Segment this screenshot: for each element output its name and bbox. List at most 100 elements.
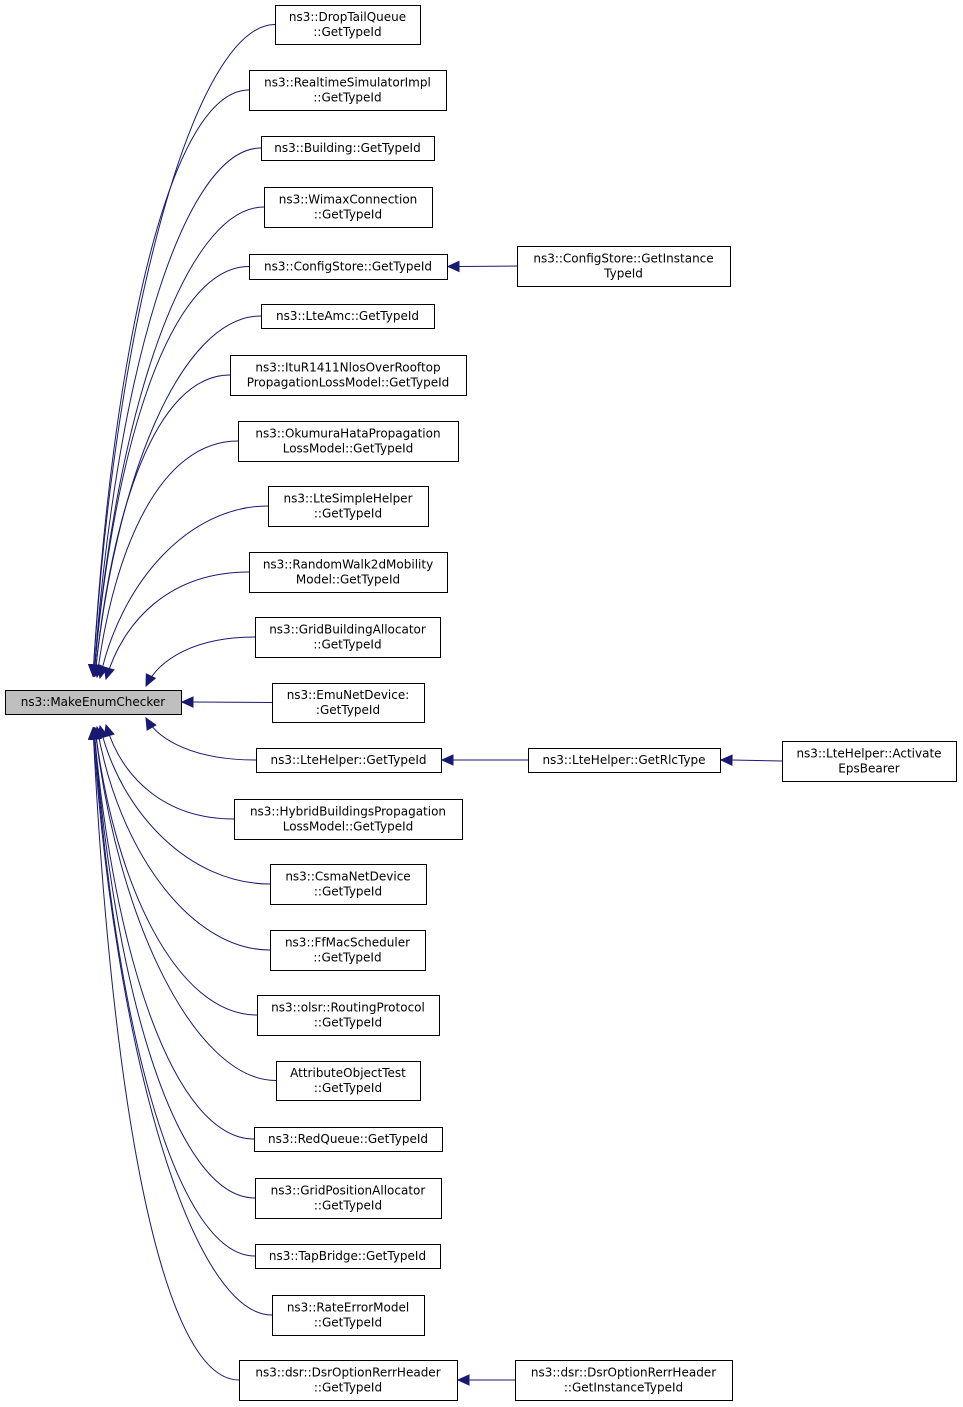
- caller-node-n15[interactable]: ns3::CsmaNetDevice::GetTypeId: [270, 864, 427, 905]
- edge-arrowhead: [440, 754, 454, 766]
- caller-node-n4[interactable]: ns3::WimaxConnection::GetTypeId: [264, 187, 433, 228]
- edge-arrowhead: [719, 754, 733, 766]
- node-label-line: ns3::LteHelper::Activate: [796, 747, 941, 761]
- caller-node-n1[interactable]: ns3::DropTailQueue::GetTypeId: [275, 5, 421, 45]
- node-box: [782, 741, 957, 782]
- caller-node-n20[interactable]: ns3::GridPositionAllocator::GetTypeId: [255, 1178, 442, 1219]
- root-node-make-enum-checker[interactable]: ns3::MakeEnumChecker: [5, 690, 182, 715]
- node-label-line: PropagationLossModel::GetTypeId: [247, 376, 450, 390]
- edge-line: [93, 727, 256, 1257]
- node-box: [254, 1127, 443, 1152]
- caller-node-m2[interactable]: ns3::LteHelper::GetRlcType: [528, 748, 721, 773]
- caller-node-n18[interactable]: AttributeObjectTest::GetTypeId: [276, 1061, 421, 1101]
- node-label-line: ns3::DropTailQueue: [289, 10, 406, 24]
- node-label-line: ::GetTypeId: [314, 507, 382, 521]
- node-label-line: ns3::GridPositionAllocator: [271, 1184, 426, 1198]
- caller-node-n7[interactable]: ns3::ItuR1411NlosOverRooftopPropagationL…: [230, 355, 467, 396]
- edge-arrowhead: [446, 260, 460, 273]
- node-label-line: EpsBearer: [838, 762, 899, 776]
- edge-arrowhead: [145, 716, 157, 731]
- node-label-line: ns3::LteAmc::GetTypeId: [276, 309, 419, 323]
- node-label-line: ns3::MakeEnumChecker: [21, 695, 166, 709]
- node-label-line: ::GetTypeId: [313, 638, 381, 652]
- node-box: [5, 690, 182, 715]
- node-label-line: ns3::WimaxConnection: [279, 193, 418, 207]
- edge-arrowhead: [145, 673, 157, 688]
- node-box: [515, 1360, 733, 1401]
- node-label-line: ns3::FfMacScheduler: [285, 936, 410, 950]
- node-label-line: ns3::ConfigStore::GetInstance: [533, 252, 713, 266]
- node-box: [268, 486, 429, 527]
- caller-node-n23[interactable]: ns3::dsr::DsrOptionRerrHeader::GetTypeId: [239, 1360, 458, 1401]
- edge-n12-to-root: [180, 696, 273, 708]
- edge-n17-to-root: [90, 726, 258, 1016]
- caller-node-n10[interactable]: ns3::RandomWalk2dMobilityModel::GetTypeI…: [249, 552, 448, 593]
- node-label-line: LossModel::GetTypeId: [283, 820, 414, 834]
- node-label-line: ns3::olsr::RoutingProtocol: [271, 1001, 425, 1015]
- caller-node-n3[interactable]: ns3::Building::GetTypeId: [261, 136, 435, 161]
- node-label-line: ::GetTypeId: [314, 208, 382, 222]
- edge-line: [105, 571, 250, 680]
- node-label-line: ns3::TapBridge::GetTypeId: [269, 1249, 426, 1263]
- node-box: [255, 1178, 442, 1219]
- node-label-line: ::GetTypeId: [313, 951, 381, 965]
- node-label-line: ns3::GridBuildingAllocator: [269, 623, 426, 637]
- node-label-line: Model::GetTypeId: [296, 573, 400, 587]
- node-label-line: ns3::LteSimpleHelper: [284, 492, 413, 506]
- node-box: [255, 617, 441, 658]
- caller-node-n16[interactable]: ns3::FfMacScheduler::GetTypeId: [270, 930, 426, 971]
- node-label-line: ns3::HybridBuildingsPropagation: [250, 805, 446, 819]
- caller-node-n14[interactable]: ns3::HybridBuildingsPropagationLossModel…: [234, 799, 463, 840]
- node-box: [249, 254, 448, 280]
- node-box: [272, 683, 425, 723]
- edge-arrowhead: [87, 726, 100, 740]
- edge-line: [145, 636, 256, 687]
- caller-node-m1[interactable]: ns3::ConfigStore::GetInstanceTypeId: [517, 246, 731, 287]
- edge-line: [92, 727, 273, 1316]
- edge-n11-to-root: [145, 636, 256, 688]
- caller-node-n12[interactable]: ns3::EmuNetDevice::GetTypeId: [272, 683, 425, 723]
- edge-n8-to-root: [92, 440, 239, 679]
- node-label-line: ::GetTypeId: [313, 25, 381, 39]
- caller-node-n21[interactable]: ns3::TapBridge::GetTypeId: [255, 1244, 441, 1269]
- caller-node-n2[interactable]: ns3::RealtimeSimulatorImpl::GetTypeId: [249, 70, 447, 111]
- node-box: [255, 1244, 441, 1269]
- node-label-line: ns3::LteHelper::GetRlcType: [542, 753, 705, 767]
- caller-node-m3[interactable]: ns3::dsr::DsrOptionRerrHeader::GetInstan…: [515, 1360, 733, 1401]
- edge-arrowhead: [103, 666, 115, 681]
- node-label-line: ns3::LteHelper::GetTypeId: [270, 753, 426, 767]
- edge-line: [99, 505, 269, 679]
- edge-arrowhead: [180, 696, 194, 708]
- caller-node-n9[interactable]: ns3::LteSimpleHelper::GetTypeId: [268, 486, 429, 527]
- edge-line: [93, 266, 250, 677]
- edge-n1-to-root: [87, 24, 276, 678]
- node-label-line: ns3::RandomWalk2dMobility: [263, 558, 433, 572]
- node-label-line: ns3::ItuR1411NlosOverRooftop: [255, 361, 440, 375]
- node-label-line: ::GetInstanceTypeId: [564, 1381, 683, 1395]
- edge-line: [105, 724, 235, 820]
- caller-node-n11[interactable]: ns3::GridBuildingAllocator::GetTypeId: [255, 617, 441, 658]
- caller-node-n22[interactable]: ns3::RateErrorModel::GetTypeId: [272, 1295, 425, 1336]
- node-label-line: ns3::CsmaNetDevice: [285, 870, 410, 884]
- caller-node-n19[interactable]: ns3::RedQueue::GetTypeId: [254, 1127, 443, 1152]
- caller-node-n8[interactable]: ns3::OkumuraHataPropagationLossModel::Ge…: [238, 421, 459, 462]
- edge-line: [192, 701, 273, 703]
- caller-node-n5[interactable]: ns3::ConfigStore::GetTypeId: [249, 254, 448, 280]
- caller-node-n13[interactable]: ns3::LteHelper::GetTypeId: [256, 748, 442, 773]
- node-label-line: ::GetTypeId: [314, 1199, 382, 1213]
- edge-line: [93, 147, 262, 677]
- edge-n5-to-root: [89, 266, 250, 678]
- edge-n21-to-root: [88, 726, 256, 1257]
- caller-node-n6[interactable]: ns3::LteAmc::GetTypeId: [261, 304, 435, 329]
- node-label-line: ns3::dsr::DsrOptionRerrHeader: [531, 1366, 716, 1380]
- node-label-line: ::GetTypeId: [314, 1381, 382, 1395]
- caller-node-n17[interactable]: ns3::olsr::RoutingProtocol::GetTypeId: [257, 995, 440, 1036]
- node-label-line: TypeId: [603, 267, 643, 281]
- node-box: [249, 70, 447, 111]
- node-box: [239, 1360, 458, 1401]
- edge-n9-to-root: [96, 505, 269, 680]
- edge-n10-to-root: [103, 571, 250, 681]
- edge-arrowhead: [456, 1374, 470, 1386]
- node-label-line: :GetTypeId: [316, 703, 380, 717]
